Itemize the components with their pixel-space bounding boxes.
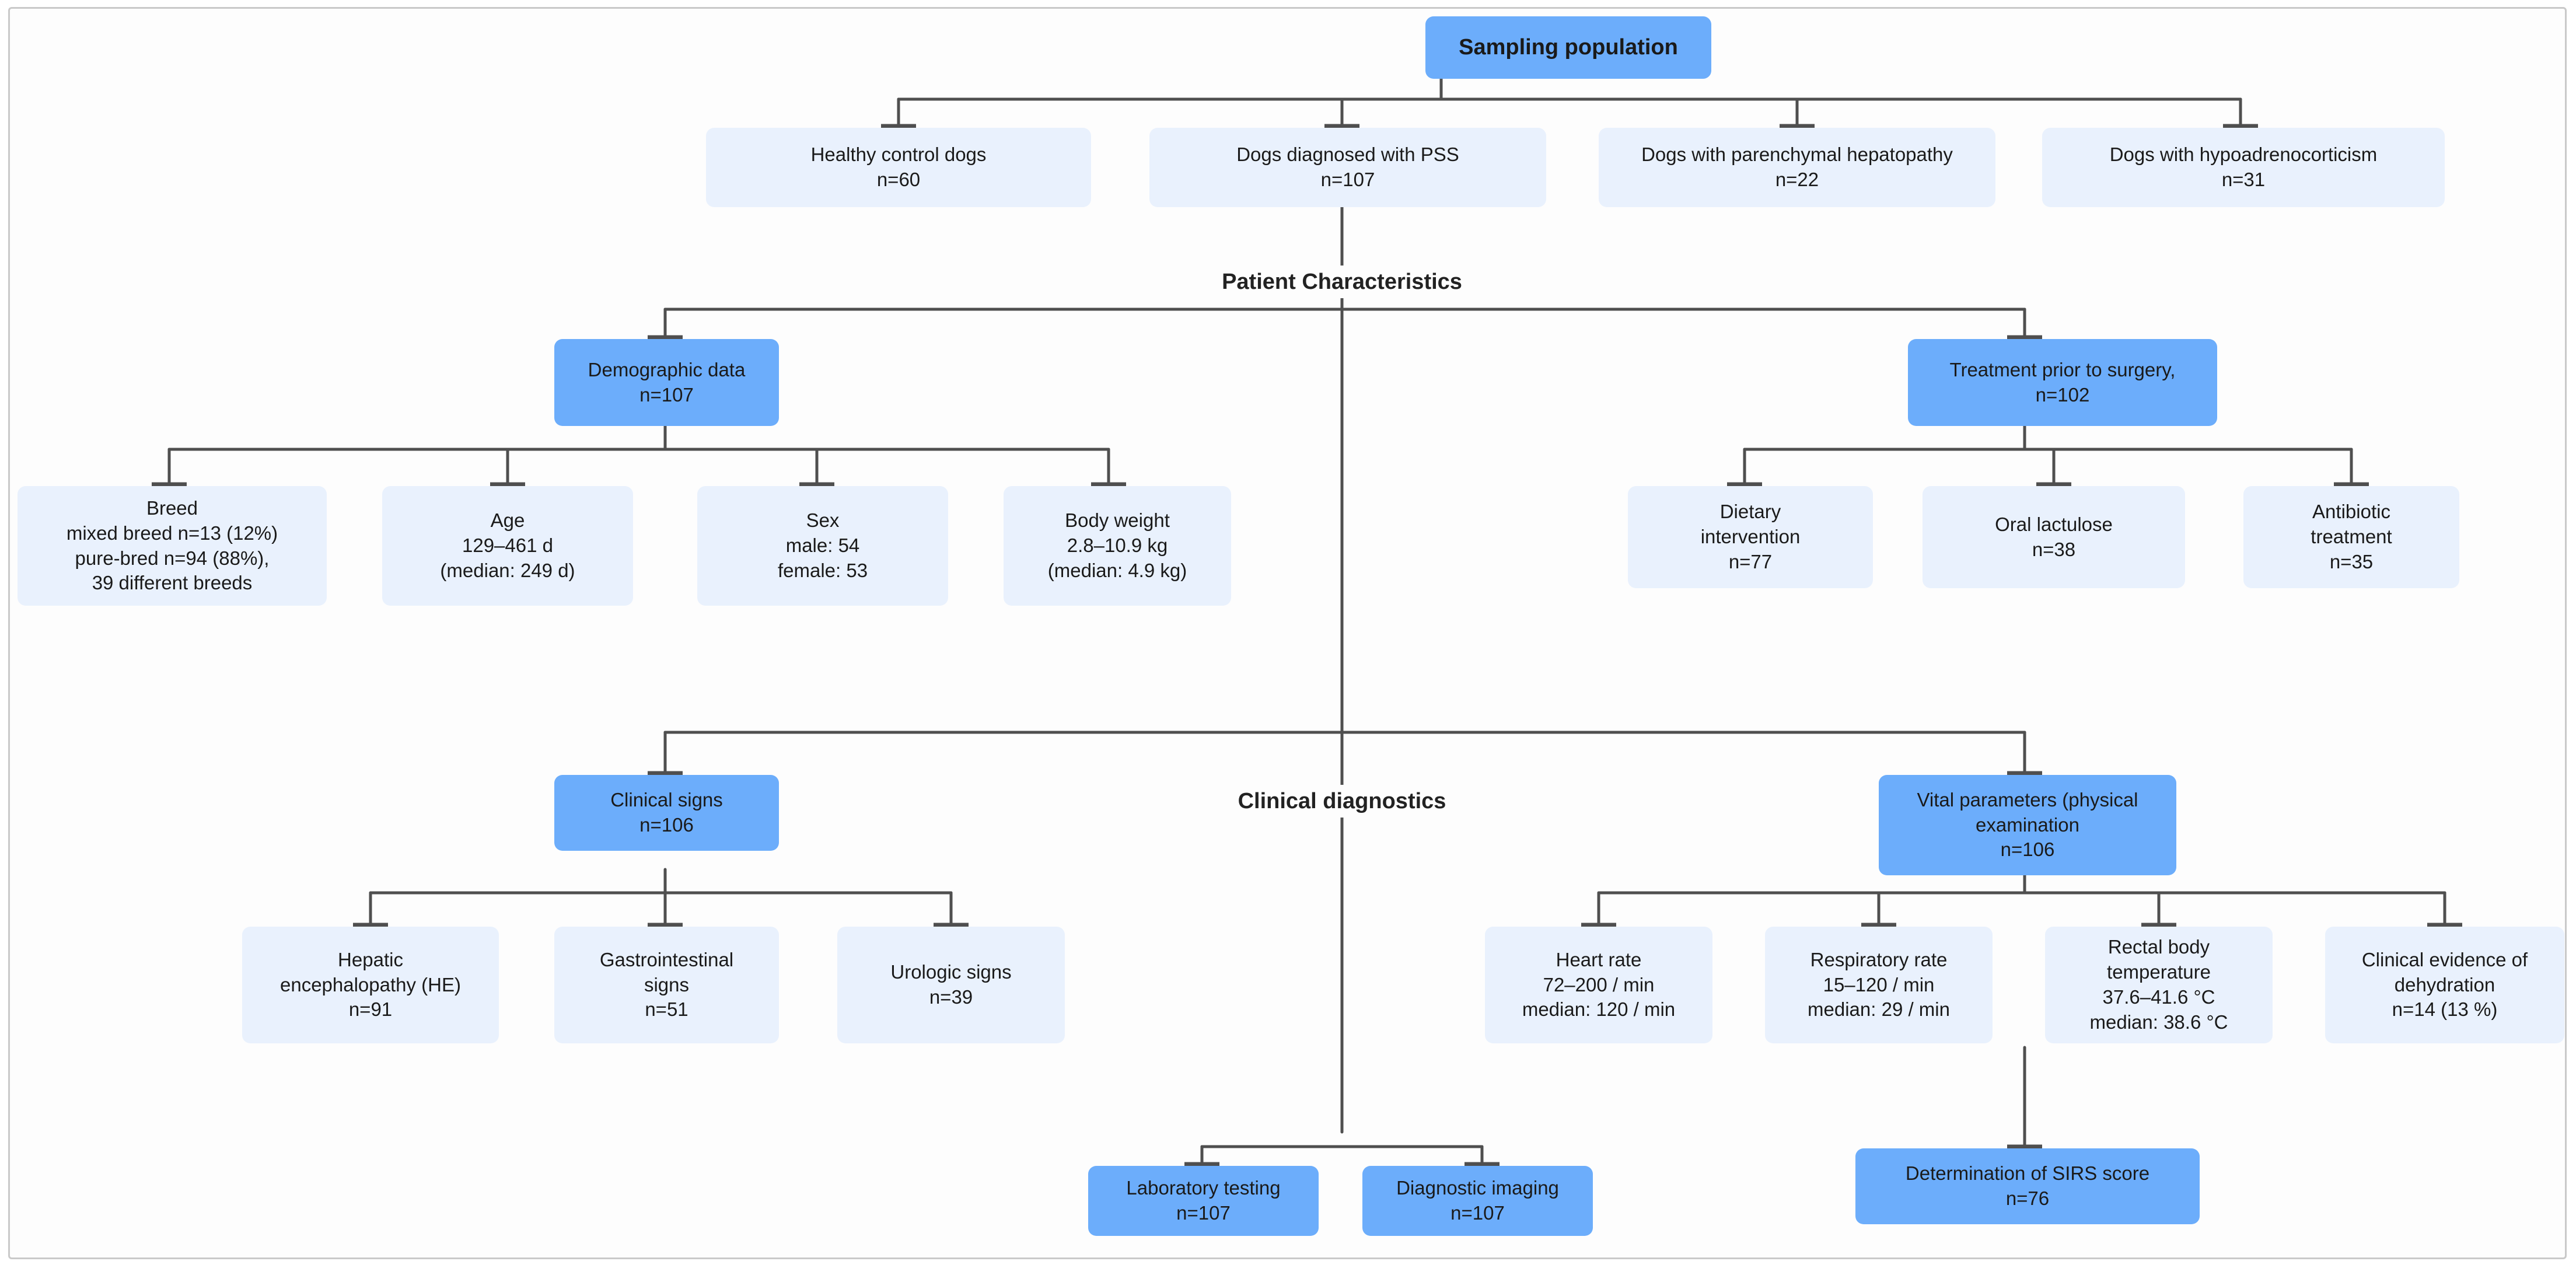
node-vital-parameters[interactable]: Vital parameters (physical examination n… (1879, 775, 2176, 875)
node-laboratory-testing[interactable]: Laboratory testing n=107 (1088, 1166, 1319, 1236)
node-dogs-parenchymal-hepatopathy[interactable]: Dogs with parenchymal hepatopathy n=22 (1599, 128, 1995, 207)
node-sex[interactable]: Sex male: 54 female: 53 (697, 486, 948, 606)
section-label-clinical-diagnostics: Clinical diagnostics (1202, 785, 1482, 818)
node-heart-rate[interactable]: Heart rate 72–200 / min median: 120 / mi… (1485, 927, 1712, 1043)
node-breed[interactable]: Breed mixed breed n=13 (12%) pure-bred n… (18, 486, 327, 606)
node-diagnostic-imaging[interactable]: Diagnostic imaging n=107 (1362, 1166, 1593, 1236)
node-clinical-signs[interactable]: Clinical signs n=106 (554, 775, 779, 851)
node-body-weight[interactable]: Body weight 2.8–10.9 kg (median: 4.9 kg) (1004, 486, 1231, 606)
node-oral-lactulose[interactable]: Oral lactulose n=38 (1923, 486, 2185, 588)
node-urologic-signs[interactable]: Urologic signs n=39 (837, 927, 1065, 1043)
node-dogs-diagnosed-pss[interactable]: Dogs diagnosed with PSS n=107 (1149, 128, 1546, 207)
node-gastrointestinal-signs[interactable]: Gastrointestinal signs n=51 (554, 927, 779, 1043)
node-antibiotic-treatment[interactable]: Antibiotic treatment n=35 (2243, 486, 2459, 588)
node-rectal-body-temperature[interactable]: Rectal body temperature 37.6–41.6 °C med… (2045, 927, 2273, 1043)
diagram-frame (8, 7, 2567, 1259)
section-label-patient-characteristics: Patient Characteristics (1184, 266, 1500, 298)
node-hepatic-encephalopathy[interactable]: Hepatic encephalopathy (HE) n=91 (242, 927, 499, 1043)
node-clinical-evidence-dehydration[interactable]: Clinical evidence of dehydration n=14 (1… (2325, 927, 2564, 1043)
node-demographic-data[interactable]: Demographic data n=107 (554, 339, 779, 426)
node-sampling-population[interactable]: Sampling population (1425, 16, 1711, 79)
node-respiratory-rate[interactable]: Respiratory rate 15–120 / min median: 29… (1765, 927, 1993, 1043)
node-dogs-hypoadrenocorticism[interactable]: Dogs with hypoadrenocorticism n=31 (2042, 128, 2445, 207)
node-treatment-prior-surgery[interactable]: Treatment prior to surgery, n=102 (1908, 339, 2217, 426)
node-healthy-control-dogs[interactable]: Healthy control dogs n=60 (706, 128, 1091, 207)
node-dietary-intervention[interactable]: Dietary intervention n=77 (1628, 486, 1873, 588)
node-age[interactable]: Age 129–461 d (median: 249 d) (382, 486, 633, 606)
node-sirs-score[interactable]: Determination of SIRS score n=76 (1855, 1148, 2200, 1224)
